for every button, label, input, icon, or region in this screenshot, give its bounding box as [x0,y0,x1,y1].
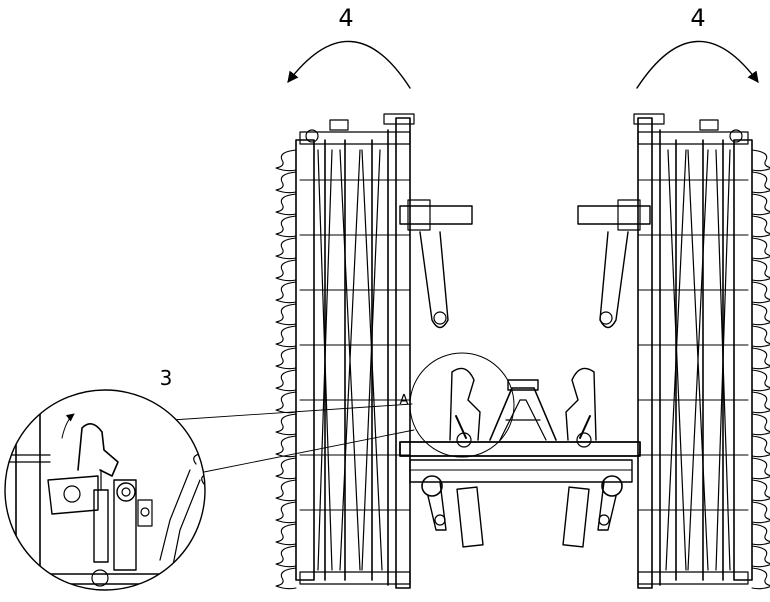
central-frame [399,367,641,548]
right-roller-wing [577,113,770,590]
detail-leader-lines [171,403,415,473]
detail-focus-circle [409,352,515,458]
rotation-arrow-right [636,40,759,89]
left-disc-teeth [275,149,297,590]
rotation-arrow-left [287,40,411,89]
left-roller-wing [275,113,473,590]
rotation-label-left: 4 [338,4,353,32]
right-disc-teeth [751,149,770,590]
detail-focus-letter: A [400,393,409,408]
rotation-label-right: 4 [690,4,705,32]
detail-label: 3 [160,366,173,390]
